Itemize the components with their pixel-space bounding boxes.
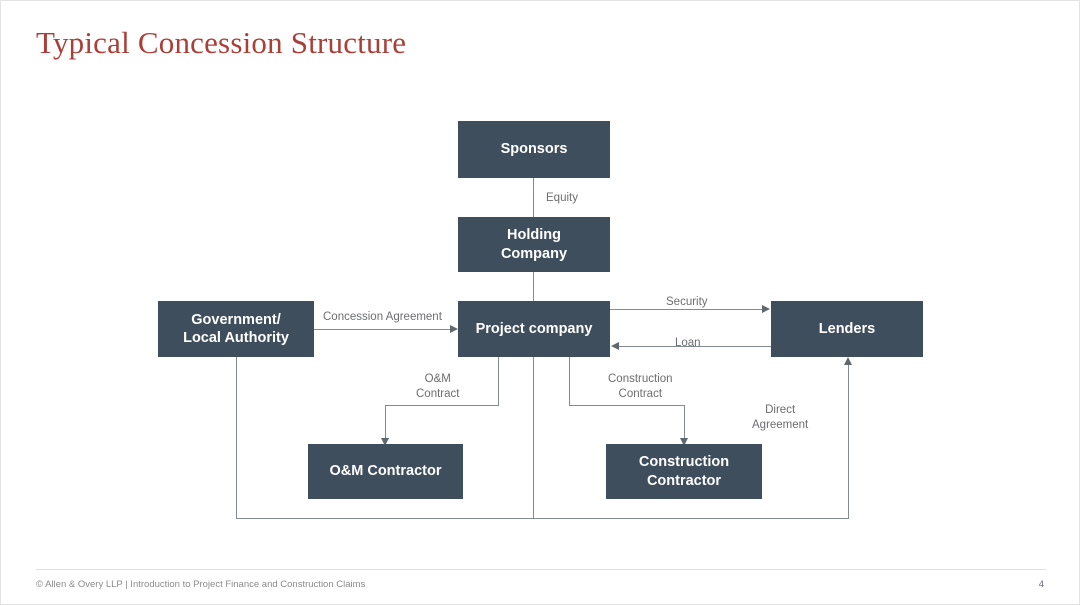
node-government-local-authority[interactable]: Government/ Local Authority xyxy=(158,301,314,357)
connector-security-arrowhead xyxy=(762,304,770,313)
connector-bottom-rail-line xyxy=(236,518,849,519)
node-om-contractor[interactable]: O&M Contractor xyxy=(308,444,463,499)
connector-equity-line xyxy=(533,178,534,217)
connector-construction-drop-line xyxy=(569,357,570,405)
node-holding-company-label-line1: Holding xyxy=(507,227,561,244)
connector-concession-line xyxy=(314,329,450,330)
page-number: 4 xyxy=(1038,579,1044,590)
connector-government-drop-line xyxy=(236,357,237,518)
node-project-company[interactable]: Project company xyxy=(458,301,610,357)
node-holding-company-label-line2: Company xyxy=(500,245,568,262)
footer-text: © Allen & Overy LLP | Introduction to Pr… xyxy=(36,579,366,590)
node-project-company-label: Project company xyxy=(475,320,593,337)
connector-om-down-line xyxy=(385,405,386,439)
edge-label-equity: Equity xyxy=(546,192,578,204)
node-construction-contractor-label-line2: Contractor xyxy=(646,472,722,489)
footer-divider xyxy=(36,569,1046,570)
connector-loan-line xyxy=(619,346,771,347)
edge-label-om-contract: O&M Contract xyxy=(416,372,459,403)
connector-om-across-line xyxy=(385,405,499,406)
connector-om-drop-line xyxy=(498,357,499,405)
connector-project-center-line xyxy=(533,357,534,518)
edge-label-direct-agreement: Direct Agreement xyxy=(752,403,808,434)
connector-construction-across-line xyxy=(569,405,684,406)
connector-concession-arrowhead xyxy=(450,324,458,333)
edge-label-construction-contract-line2: Contract xyxy=(618,388,663,401)
node-sponsors-label: Sponsors xyxy=(500,141,568,158)
node-government-label-line2: Local Authority xyxy=(183,330,289,346)
node-lenders[interactable]: Lenders xyxy=(771,301,923,357)
node-lenders-label: Lenders xyxy=(818,320,876,337)
edge-label-construction-contract-line1: Construction xyxy=(608,373,673,385)
edge-label-direct-agreement-line1: Direct xyxy=(765,404,796,416)
edge-label-loan: Loan xyxy=(675,337,701,349)
edge-label-construction-contract: Construction Contract xyxy=(608,372,673,403)
node-sponsors[interactable]: Sponsors xyxy=(458,121,610,178)
edge-label-direct-agreement-line2: Agreement xyxy=(752,419,809,432)
connector-direct-agreement-arrowhead xyxy=(844,357,852,365)
node-om-contractor-label: O&M Contractor xyxy=(329,463,442,480)
node-construction-contractor-label-line1: Construction xyxy=(638,454,730,471)
node-holding-company[interactable]: Holding Company xyxy=(458,217,610,272)
connector-construction-down-line xyxy=(684,405,685,439)
connector-direct-agreement-riser-line xyxy=(848,365,849,518)
connector-loan-arrowhead xyxy=(611,341,619,350)
node-government-label-line1: Government/ xyxy=(191,311,281,328)
node-construction-contractor[interactable]: Construction Contractor xyxy=(606,444,762,499)
edge-label-om-contract-line2: Contract xyxy=(416,388,460,401)
connector-holding-to-project-line xyxy=(533,272,534,301)
edge-label-security: Security xyxy=(666,296,708,308)
connector-security-line xyxy=(610,309,762,310)
connector-construction-arrowhead xyxy=(679,438,688,446)
page-title: Typical Concession Structure xyxy=(36,25,407,60)
edge-label-om-contract-line1: O&M xyxy=(424,373,451,385)
edge-label-concession-agreement: Concession Agreement xyxy=(323,311,442,323)
connector-om-arrowhead xyxy=(380,438,389,446)
